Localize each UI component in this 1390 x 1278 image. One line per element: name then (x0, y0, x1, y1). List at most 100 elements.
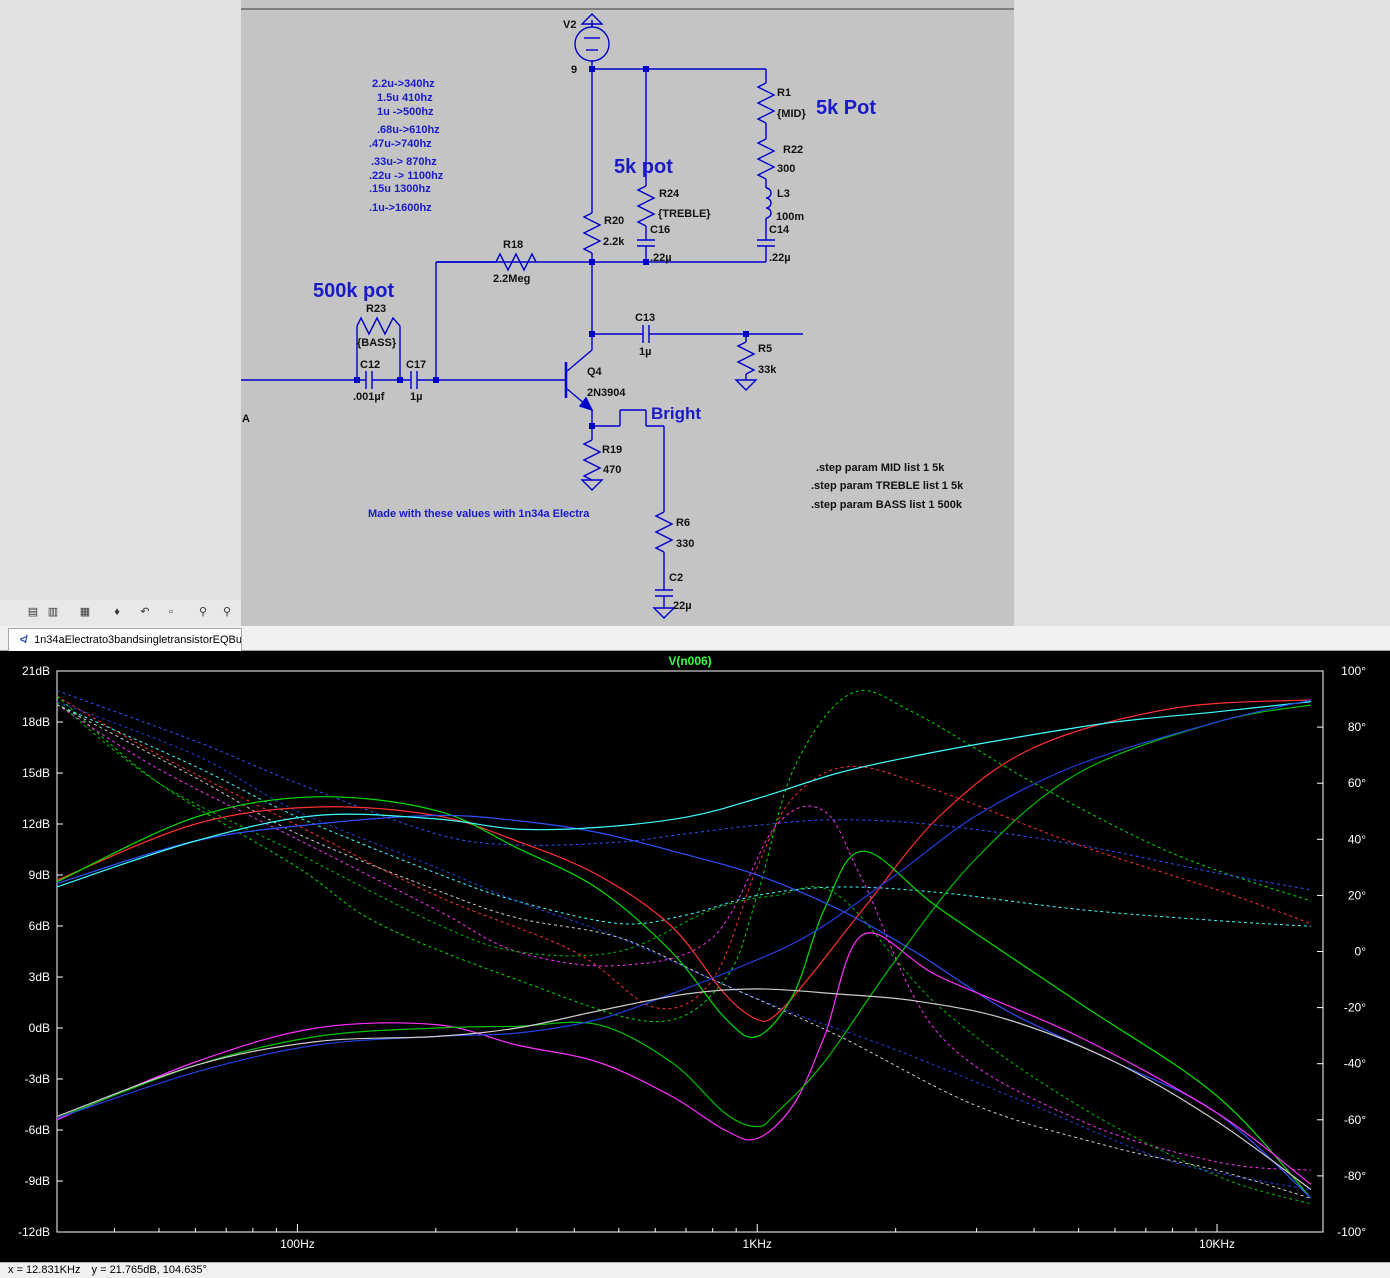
open-icon[interactable]: ▤ (27, 606, 39, 618)
note-line: .1u->1600hz (369, 202, 432, 214)
label-r24-value: {TREBLE} (658, 208, 711, 220)
label-c12-value: .001µf (353, 391, 385, 403)
magnitude-trace[interactable] (56, 796, 1312, 1199)
y-left-tick-label: 0dB (29, 1021, 50, 1035)
label-l3-value: 100m (776, 211, 804, 223)
y-right-tick-label: 40° (1348, 832, 1366, 846)
y-right-tick-label: -60° (1344, 1113, 1366, 1127)
label-q4: Q4 (587, 366, 603, 378)
magnitude-trace[interactable] (56, 932, 1312, 1185)
phase-trace[interactable] (56, 690, 1311, 891)
note-line: .33u-> 870hz (371, 156, 437, 168)
y-left-tick-label: 15dB (22, 766, 50, 780)
bright-label: Bright (651, 404, 701, 423)
y-left-tick-label: -12dB (18, 1225, 50, 1239)
label-c16-value: .22µ (650, 252, 672, 264)
voltage-source-v2[interactable] (574, 26, 610, 62)
treble-pot-label: 5k pot (614, 156, 673, 178)
magnitude-trace[interactable] (56, 704, 1312, 1128)
y-right-tick-label: -100° (1337, 1225, 1366, 1239)
y-left-tick-label: 6dB (29, 919, 50, 933)
probe-icon[interactable]: ♦ (114, 606, 120, 618)
schematic-drawing[interactable]: 2.2u->340hz 1.5u 410hz 1u ->500hz .68u->… (241, 0, 1014, 643)
note-line: .22u -> 1100hz (369, 170, 444, 182)
phase-trace[interactable] (56, 689, 1312, 1023)
step-directive: .step param BASS list 1 500k (811, 499, 963, 511)
label-r18: R18 (503, 239, 523, 251)
cursor-y-readout: y = 21.765dB, 104.635° (91, 1264, 207, 1276)
label-r23-value: {BASS} (357, 337, 397, 349)
resistor-r1[interactable] (756, 82, 776, 124)
magnitude-trace[interactable] (56, 814, 1312, 1199)
note-line: 1.5u 410hz (377, 92, 433, 104)
step-directive: .step param TREBLE list 1 5k (811, 480, 964, 492)
zoom-in-icon[interactable]: ⚲ (198, 606, 208, 618)
magnitude-trace[interactable] (56, 699, 1311, 1022)
label-c13-value: 1µ (639, 346, 651, 358)
page-icon[interactable]: ▫ (169, 606, 173, 618)
resistor-r24[interactable] (636, 185, 656, 227)
resistor-r23[interactable] (356, 316, 401, 336)
label-r5-value: 33k (758, 364, 777, 376)
resistor-r19[interactable] (582, 439, 602, 481)
tab-title: 1n34aElectrato3bandsingletransistorEQBui (34, 634, 242, 646)
step-directive: .step param MID list 1 5k (816, 462, 945, 474)
save-icon[interactable]: ▥ (47, 606, 59, 618)
cursor-x-readout: x = 12.831KHz (8, 1264, 81, 1276)
resistor-r20[interactable] (582, 212, 602, 254)
phase-trace[interactable] (56, 701, 1312, 1205)
label-c14-value: .22µ (769, 252, 791, 264)
y-right-tick-label: -20° (1344, 1001, 1366, 1015)
phase-trace[interactable] (56, 704, 1312, 1199)
magnitude-trace[interactable] (56, 988, 1312, 1190)
label-r20-value: 2.2k (603, 236, 625, 248)
y-right-tick-label: -80° (1344, 1169, 1366, 1183)
magnitude-trace[interactable] (56, 699, 1312, 1119)
label-v2: V2 (563, 19, 576, 31)
status-bar: x = 12.831KHz y = 21.765dB, 104.635° (0, 1262, 1390, 1278)
note-line: 2.2u->340hz (372, 78, 435, 90)
note-line: .68u->610hz (377, 124, 440, 136)
resistor-r6[interactable] (654, 511, 674, 553)
label-r22: R22 (783, 144, 803, 156)
resistor-r22[interactable] (756, 138, 776, 180)
y-left-tick-label: 12dB (22, 817, 50, 831)
y-left-tick-label: 9dB (29, 868, 50, 882)
toolbar: ▤ ▥ ▦ ♦ ↶ ▫ ⚲ ⚲ (0, 600, 241, 627)
y-left-tick-label: 18dB (22, 715, 50, 729)
bode-plot[interactable]: V(n006) 21dB18dB15dB12dB9dB6dB3dB0dB-3dB… (0, 651, 1390, 1262)
y-right-tick-label: 0° (1355, 945, 1367, 959)
x-tick-label: 100Hz (280, 1237, 315, 1251)
document-tab-bar: ≮ 1n34aElectrato3bandsingletransistorEQB… (0, 626, 1390, 651)
magnitude-trace[interactable] (56, 701, 1311, 888)
tab-waveform[interactable]: ≮ 1n34aElectrato3bandsingletransistorEQB… (8, 628, 242, 651)
label-c12: C12 (360, 359, 380, 371)
zoom-out-icon[interactable]: ⚲ (222, 606, 232, 618)
y-left-tick-label: -3dB (25, 1072, 50, 1086)
bass-pot-label: 500k pot (313, 280, 394, 302)
label-r22-value: 300 (777, 163, 795, 175)
phase-trace[interactable] (56, 704, 1311, 1171)
label-c16: C16 (650, 224, 670, 236)
label-r6: R6 (676, 517, 690, 529)
phase-trace[interactable] (56, 701, 1311, 1191)
print-icon[interactable]: ▦ (79, 606, 91, 618)
schematic-panel[interactable]: 2.2u->340hz 1.5u 410hz 1u ->500hz .68u->… (241, 0, 1014, 643)
label-r19-value: 470 (603, 464, 621, 476)
resistor-r5[interactable] (736, 341, 756, 375)
label-q4-value: 2N3904 (587, 387, 626, 399)
y-right-tick-label: 100° (1341, 664, 1366, 678)
undo-icon[interactable]: ↶ (140, 606, 150, 618)
phase-trace[interactable] (56, 704, 1311, 927)
trace-title[interactable]: V(n006) (668, 654, 711, 668)
transistor-icon: ≮ (19, 634, 27, 646)
note-line: .15u 1300hz (369, 183, 431, 195)
inductor-l3[interactable] (765, 187, 772, 219)
resistor-r18[interactable] (495, 252, 537, 272)
phase-trace[interactable] (56, 695, 1312, 1010)
y-right-tick-label: 20° (1348, 888, 1366, 902)
note-line: 1u ->500hz (377, 106, 434, 118)
y-right-tick-label: -40° (1344, 1057, 1366, 1071)
x-tick-label: 1KHz (743, 1237, 772, 1251)
